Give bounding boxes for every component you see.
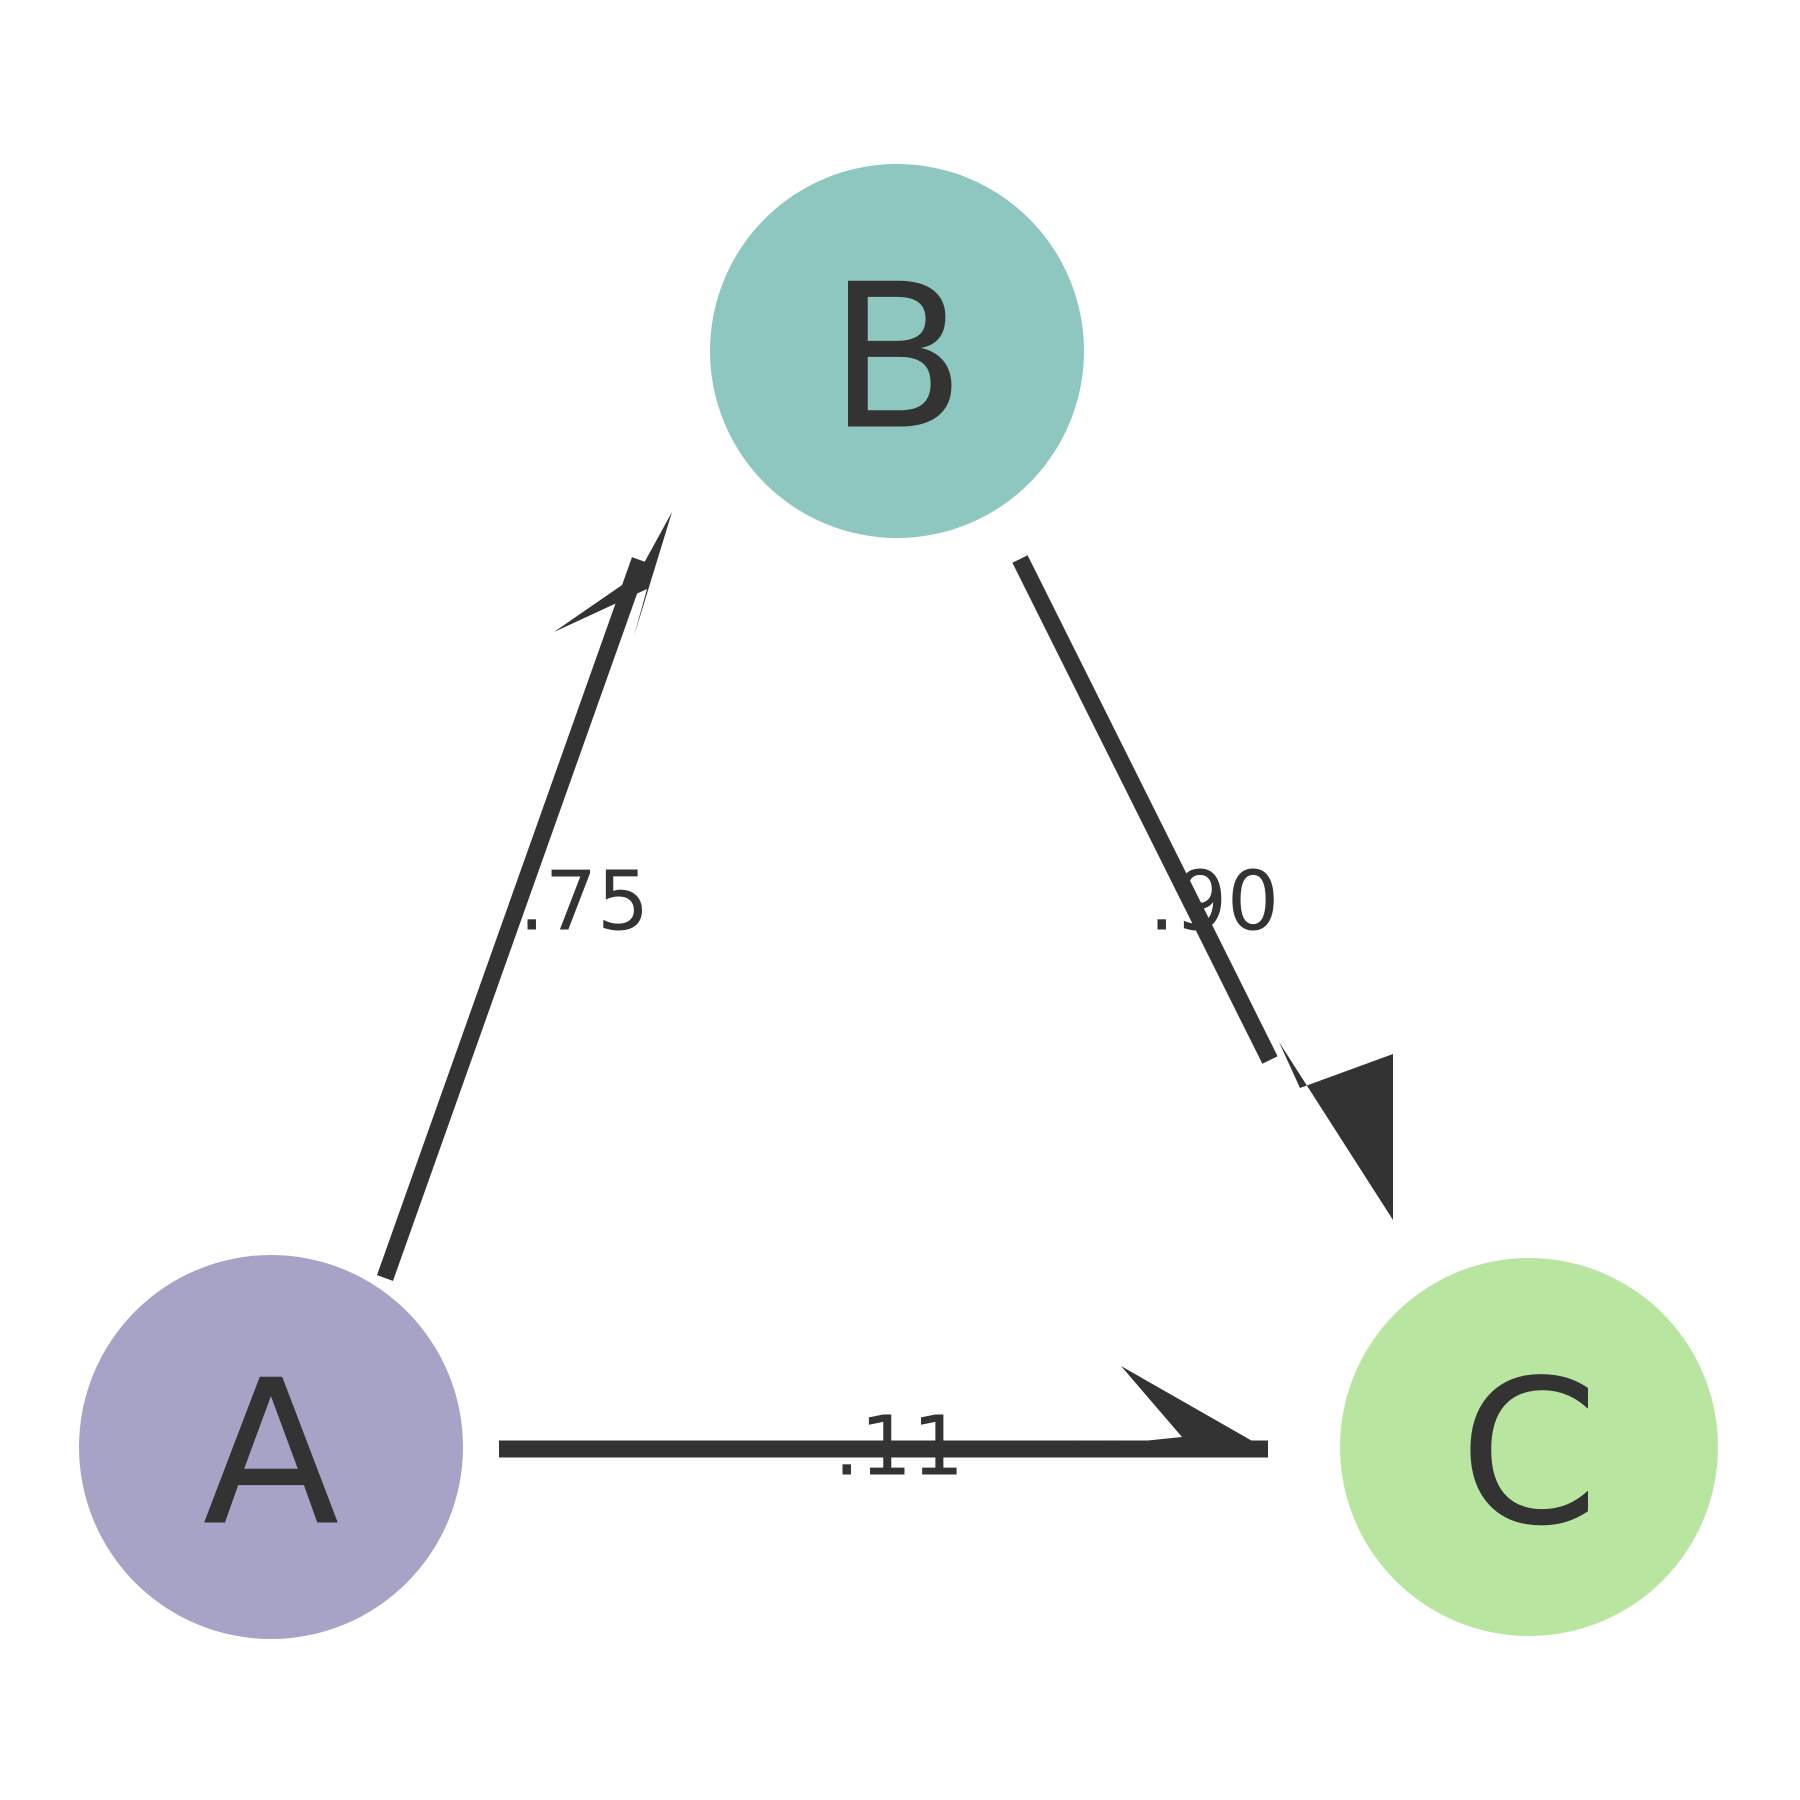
node-b[interactable]: B — [710, 164, 1084, 538]
node-c-circle — [1340, 1258, 1718, 1636]
edge-a-to-c-arrowhead — [1065, 1366, 1268, 1450]
node-a-circle — [79, 1255, 463, 1639]
node-a-label: A — [203, 1338, 340, 1571]
edge-b-to-c-line — [1012, 555, 1278, 1064]
edge-b-to-c[interactable] — [1012, 555, 1393, 1220]
edge-label-ab: .75 — [519, 855, 649, 950]
edge-a-to-c[interactable] — [499, 1366, 1268, 1458]
node-b-circle — [710, 164, 1084, 538]
edge-a-to-b-arrowhead — [554, 512, 672, 636]
node-c[interactable]: C — [1340, 1258, 1718, 1636]
node-b-label: B — [828, 242, 965, 475]
edge-b-to-c-arrowhead — [1279, 1042, 1393, 1220]
edge-label-bc: .90 — [1149, 855, 1279, 950]
edge-label-ac: .11 — [834, 1400, 964, 1495]
node-c-label: C — [1459, 1338, 1599, 1571]
edge-a-to-b-line — [376, 557, 649, 1281]
node-a[interactable]: A — [79, 1255, 463, 1639]
edge-a-to-b[interactable] — [376, 512, 672, 1281]
